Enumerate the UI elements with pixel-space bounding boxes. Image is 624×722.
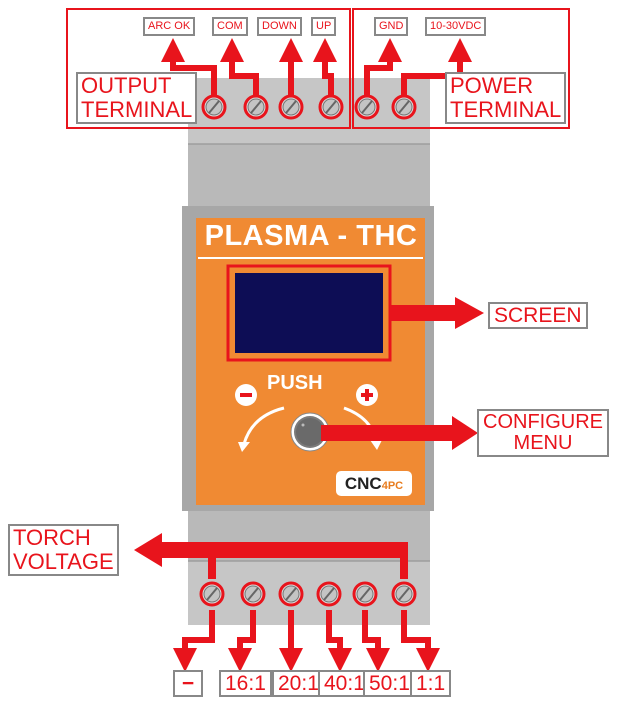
configure-line2: MENU bbox=[513, 432, 573, 454]
minus-icon bbox=[240, 393, 252, 397]
ratio-50-label: 50:1 bbox=[363, 670, 416, 697]
ratio-16-label: 16:1 bbox=[219, 670, 272, 697]
configure-arrow bbox=[321, 416, 478, 450]
bottom-screw-4 bbox=[316, 581, 342, 607]
push-label: PUSH bbox=[267, 372, 323, 394]
bottom-screw-3 bbox=[278, 581, 304, 607]
torch-line1: TORCH bbox=[13, 525, 91, 550]
down-label: DOWN bbox=[257, 17, 302, 36]
configure-line1: CONFIGURE bbox=[483, 411, 603, 433]
power-terminal-line2: TERMINAL bbox=[450, 97, 562, 122]
lcd-screen bbox=[226, 264, 392, 362]
top-screw-2 bbox=[243, 94, 269, 120]
supply-voltage-label: 10-30VDC bbox=[425, 17, 487, 36]
output-terminal-title: OUTPUT TERMINAL bbox=[76, 72, 198, 124]
top-screw-3 bbox=[278, 94, 304, 120]
ratio-1-label: 1:1 bbox=[410, 670, 452, 697]
torch-voltage-arrow bbox=[134, 533, 408, 579]
com-label: COM bbox=[212, 17, 248, 36]
screen-callout: SCREEN bbox=[488, 302, 588, 329]
power-terminal-title: POWER TERMINAL bbox=[445, 72, 567, 124]
top-screw-5 bbox=[354, 94, 380, 120]
power-terminal-group bbox=[352, 8, 570, 129]
screen-arrow bbox=[390, 297, 484, 329]
configure-menu-callout: CONFIGURE MENU bbox=[477, 409, 609, 457]
top-wiring bbox=[161, 38, 472, 102]
ratio-40-label: 40:1 bbox=[318, 670, 371, 697]
bottom-screw-5 bbox=[352, 581, 378, 607]
arc-ok-label: ARC OK bbox=[143, 17, 196, 36]
bottom-screw-1 bbox=[199, 581, 225, 607]
up-label: UP bbox=[311, 17, 337, 36]
output-terminal-line2: TERMINAL bbox=[81, 97, 193, 122]
ratio-20-label: 20:1 bbox=[272, 670, 325, 697]
top-screw-6 bbox=[391, 94, 417, 120]
top-screw-1 bbox=[201, 94, 227, 120]
brand-sub: 4PC bbox=[381, 480, 404, 492]
brand-logo: CNC4PC bbox=[336, 471, 412, 496]
power-terminal-line1: POWER bbox=[450, 73, 534, 98]
torch-line2: VOLTAGE bbox=[13, 549, 114, 574]
bottom-wiring bbox=[173, 610, 440, 672]
bottom-terminal-screws bbox=[199, 581, 417, 607]
ground-minus-label: − bbox=[173, 670, 203, 697]
output-terminal-line1: OUTPUT bbox=[81, 73, 172, 98]
gnd-label: GND bbox=[374, 17, 409, 36]
bottom-screw-2 bbox=[240, 581, 266, 607]
torch-voltage-callout: TORCH VOLTAGE bbox=[8, 524, 119, 576]
brand-main: CNC bbox=[344, 474, 382, 493]
top-terminal-screws bbox=[201, 94, 417, 120]
bottom-screw-6 bbox=[391, 581, 417, 607]
device-title: PLASMA - THC bbox=[204, 220, 418, 252]
output-terminal-group bbox=[66, 8, 351, 129]
top-screw-4 bbox=[318, 94, 344, 120]
